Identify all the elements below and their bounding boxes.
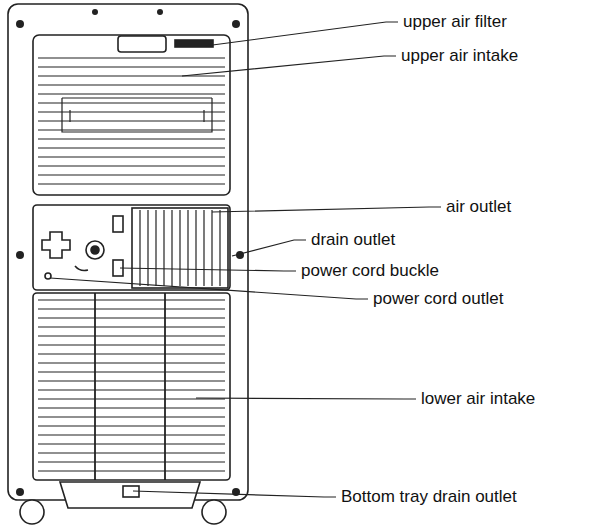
grille-slat	[38, 452, 225, 453]
grille-slat	[38, 299, 225, 300]
part-label: power cord buckle	[300, 261, 440, 281]
drain-outlet-center	[91, 246, 99, 254]
part-label: air outlet	[445, 197, 512, 217]
grille-slat	[38, 326, 225, 327]
leader-line	[212, 207, 441, 212]
leader-line	[205, 22, 398, 46]
housing	[8, 4, 248, 500]
part-label: lower air intake	[420, 389, 536, 409]
grille-slat	[38, 183, 225, 184]
leader-line	[120, 268, 296, 271]
grille-slat	[38, 434, 225, 435]
lower-grille	[33, 293, 230, 480]
outlet-slat	[171, 210, 172, 286]
wheel	[202, 500, 226, 524]
outlet-slat	[163, 210, 164, 286]
outlet-slat	[187, 210, 188, 286]
grille-slat	[38, 138, 225, 139]
outlet-slat	[139, 210, 140, 286]
outlet-slat	[219, 210, 220, 286]
leader-line	[232, 240, 306, 256]
outlet-slat	[195, 210, 196, 286]
grille-slat	[38, 57, 225, 58]
upper-slats	[38, 58, 225, 184]
drain-outlet-plug	[86, 241, 104, 259]
grille-slat	[38, 317, 225, 318]
grille-slat	[38, 407, 225, 408]
grille-slat	[38, 111, 225, 112]
grille-dividers	[95, 293, 165, 480]
grille-slat	[38, 66, 225, 67]
leader-line	[182, 56, 396, 76]
air-outlet-grille	[132, 208, 228, 288]
part-label: drain outlet	[310, 230, 396, 250]
grille-slat	[38, 443, 225, 444]
part-label: power cord outlet	[372, 289, 504, 309]
leader-lines	[50, 22, 441, 497]
outlet-slat	[155, 210, 156, 286]
part-label: upper air filter	[402, 12, 508, 32]
grille-slat	[38, 353, 225, 354]
power-cord	[75, 266, 88, 271]
grille-slat	[38, 75, 225, 76]
grille-slat	[38, 156, 225, 157]
leader-line	[50, 278, 368, 299]
grille-slat	[38, 344, 225, 345]
cord-buckle-top	[113, 216, 123, 232]
handle	[118, 36, 166, 52]
grille-slat	[38, 93, 225, 94]
grille-slat	[38, 425, 225, 426]
grille-slat	[38, 120, 225, 121]
outlet-slat	[203, 210, 204, 286]
grille-slat	[38, 129, 225, 130]
grille-slat	[38, 416, 225, 417]
grille-slat	[38, 335, 225, 336]
wheel	[20, 500, 44, 524]
control-symbol	[42, 232, 70, 258]
outlet-slats	[140, 210, 220, 286]
grille-slat	[38, 461, 225, 462]
outlet-slat	[179, 210, 180, 286]
outlet-slat	[211, 210, 212, 286]
part-label: upper air intake	[400, 46, 519, 66]
outlet-slat	[147, 210, 148, 286]
grille-slat	[38, 174, 225, 175]
grille-slat	[38, 165, 225, 166]
grille-slat	[38, 102, 225, 103]
grille-slat	[38, 84, 225, 85]
upper-grille	[33, 35, 230, 195]
screws	[16, 9, 244, 496]
grille-slat	[38, 470, 225, 471]
middle-panel	[33, 205, 230, 290]
grille-slat	[38, 389, 225, 390]
grille-slat	[38, 380, 225, 381]
grille-slat	[38, 371, 225, 372]
leader-line	[133, 491, 336, 497]
grille-slat	[38, 308, 225, 309]
grille-slat	[38, 362, 225, 363]
leader-line	[196, 398, 416, 399]
grille-slat	[38, 147, 225, 148]
filter-frame	[62, 98, 212, 132]
lower-slats	[38, 300, 225, 471]
part-label: Bottom tray drain outlet	[340, 487, 518, 507]
bottom-tray	[60, 482, 200, 508]
